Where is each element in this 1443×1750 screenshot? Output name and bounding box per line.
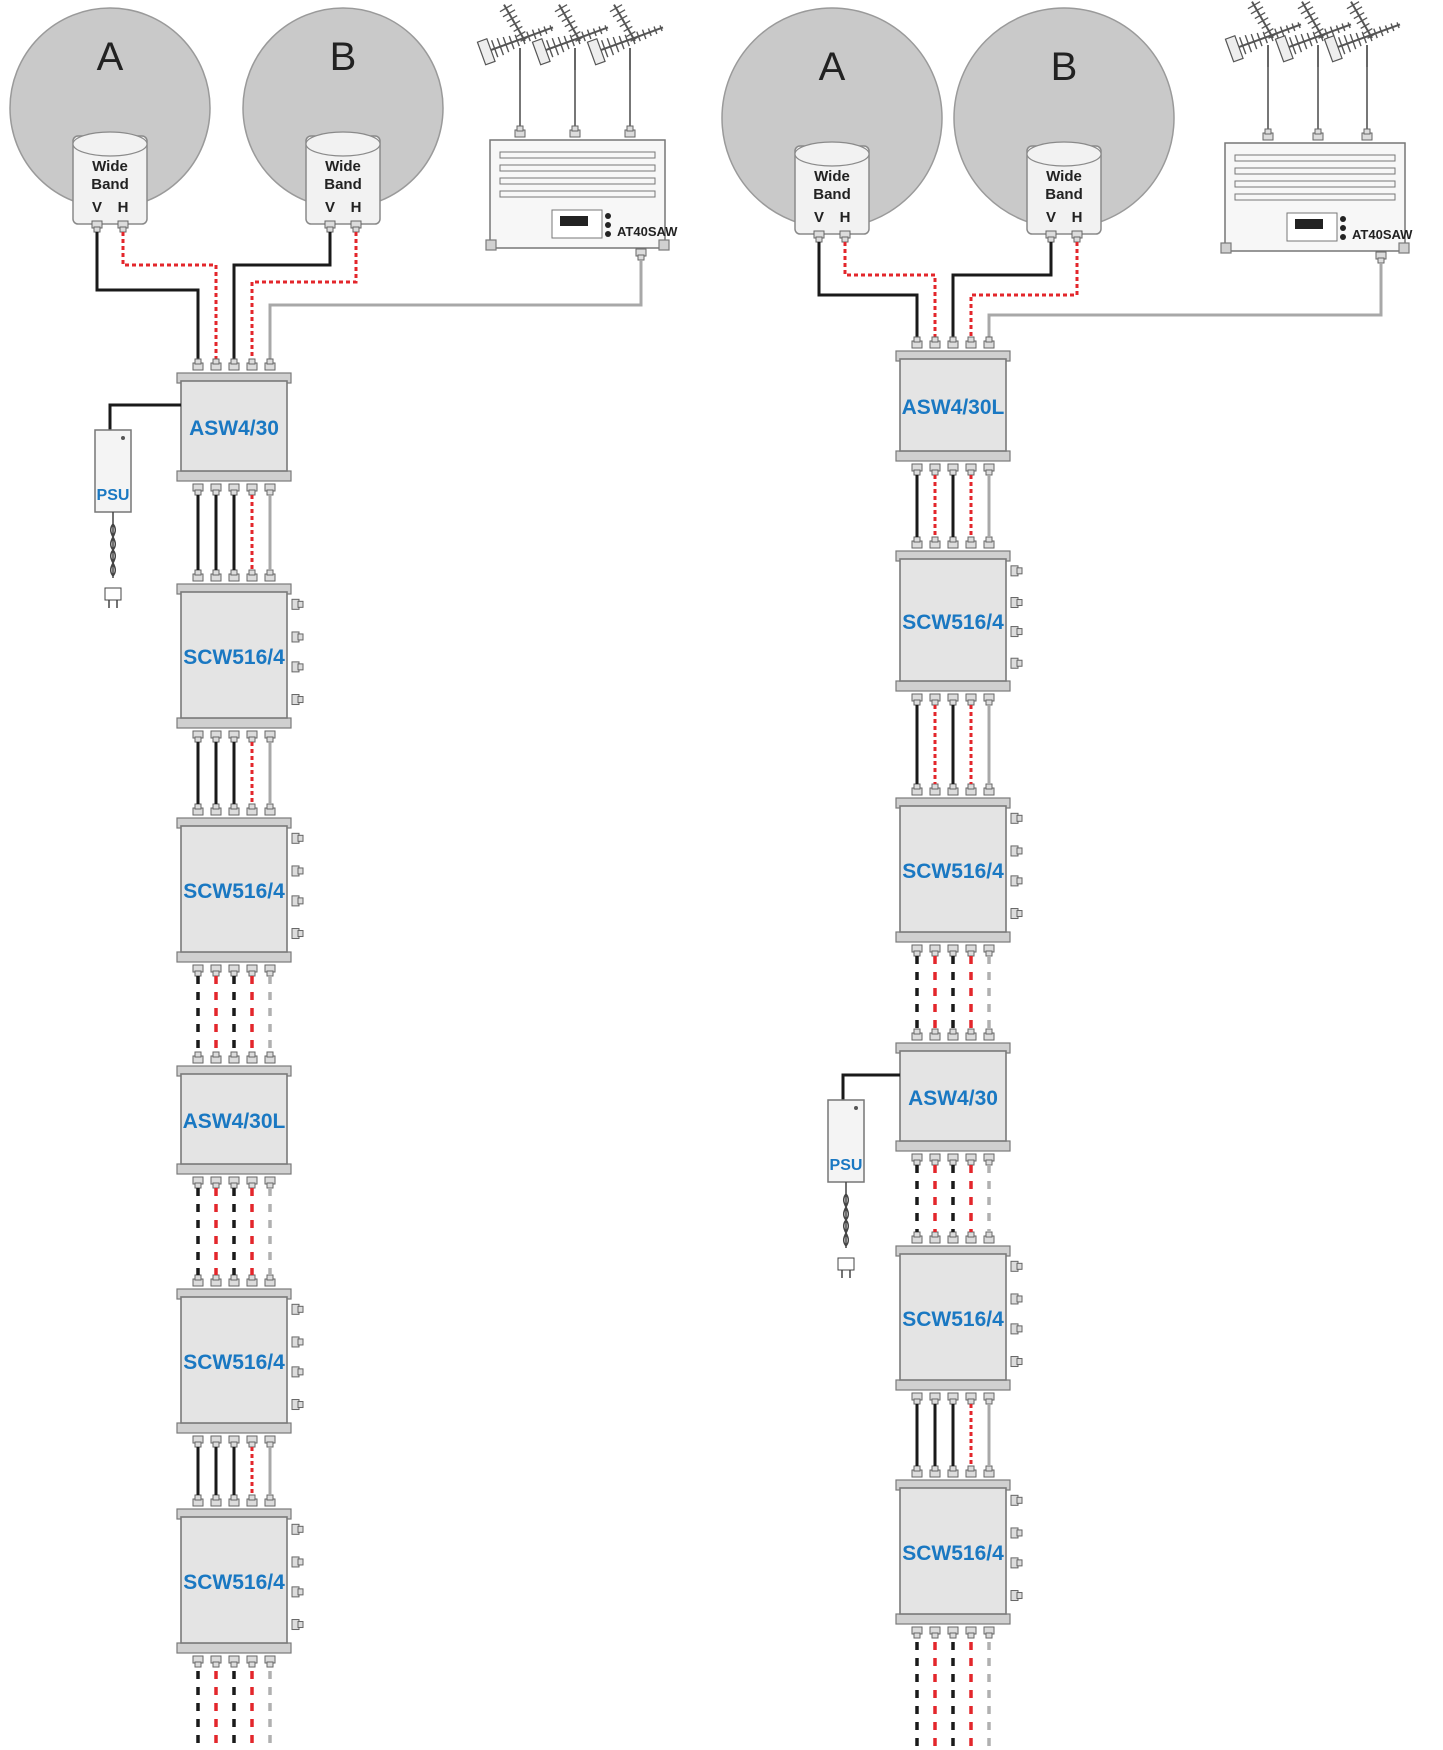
device-label: SCW516/4 [183,1351,285,1374]
device-label: ASW4/30 [908,1087,998,1110]
lnb-label-line1: Wide [325,158,361,175]
inter-device-cables [196,1447,272,1495]
device-scw516-4: SCW516/4 [176,1274,304,1448]
device-label: SCW516/4 [183,1571,285,1594]
continuation-cables [915,1642,991,1750]
inter-device-cables [196,742,272,804]
dish-label-b: B [1051,45,1078,89]
continuation-cables [196,1671,272,1750]
device-asw4-30: ASW4/30 [895,1028,1011,1166]
lnb-label-line2: Band [324,176,362,193]
device-scw516-4: SCW516/4 [895,1465,1023,1639]
lnb-port-h: H [1072,209,1083,226]
lnb-port-v: V [1046,209,1056,226]
antenna-icon [1323,0,1406,69]
lnb-label-line2: Band [813,186,851,203]
device-label: SCW516/4 [183,646,285,669]
amplifier-label: AT40SAW [617,224,678,239]
lnb-port-h: H [118,199,129,216]
lnb-port-v: V [92,199,102,216]
inter-device-cables [915,705,991,784]
device-label: SCW516/4 [902,611,1004,634]
device-label: SCW516/4 [902,1542,1004,1565]
device-asw4-30l: ASW4/30L [176,1051,292,1189]
terrestrial-amplifier: AT40SAW [476,0,678,261]
device-asw4-30: ASW4/30 [176,358,292,496]
device-label: SCW516/4 [183,880,285,903]
dish-label-b: B [330,35,357,79]
psu: PSU [827,1073,900,1278]
device-label: SCW516/4 [902,860,1004,883]
inter-device-cables [196,976,272,1052]
device-scw516-4: SCW516/4 [895,1231,1023,1405]
device-scw516-4: SCW516/4 [895,783,1023,957]
lnb-port-v: V [325,199,335,216]
lnb-port-h: H [351,199,362,216]
amplifier-label: AT40SAW [1352,227,1413,242]
lnb-port-v: V [814,209,824,226]
lnb-label-line1: Wide [814,168,850,185]
device-scw516-4: SCW516/4 [176,803,304,977]
input-cables [817,242,1383,343]
inter-device-cables [196,495,272,570]
lnb-label-line2: Band [91,176,129,193]
device-asw4-30l: ASW4/30L [895,336,1011,476]
inter-device-cables [915,1404,991,1466]
antenna-icon [586,0,669,72]
psu-label: PSU [830,1157,863,1174]
lnb-label-line1: Wide [92,158,128,175]
dish-label-a: A [819,45,846,89]
lnb-label-line2: Band [1045,186,1083,203]
lnb-label-line1: Wide [1046,168,1082,185]
input-cables [95,232,643,365]
device-label: ASW4/30L [902,396,1005,419]
device-label: SCW516/4 [902,1308,1004,1331]
psu-label: PSU [97,487,130,504]
dish-label-a: A [97,35,124,79]
device-scw516-4: SCW516/4 [176,1494,304,1668]
inter-device-cables [915,1165,991,1232]
lnb-port-h: H [840,209,851,226]
inter-device-cables [915,475,991,537]
antenna-icon [1274,0,1357,69]
psu: PSU [94,403,181,608]
device-scw516-4: SCW516/4 [176,569,304,743]
terrestrial-amplifier: AT40SAW [1220,0,1413,264]
device-scw516-4: SCW516/4 [895,536,1023,706]
device-label: ASW4/30 [189,417,279,440]
inter-device-cables [196,1188,272,1275]
device-label: ASW4/30L [183,1110,286,1133]
inter-device-cables [915,956,991,1029]
